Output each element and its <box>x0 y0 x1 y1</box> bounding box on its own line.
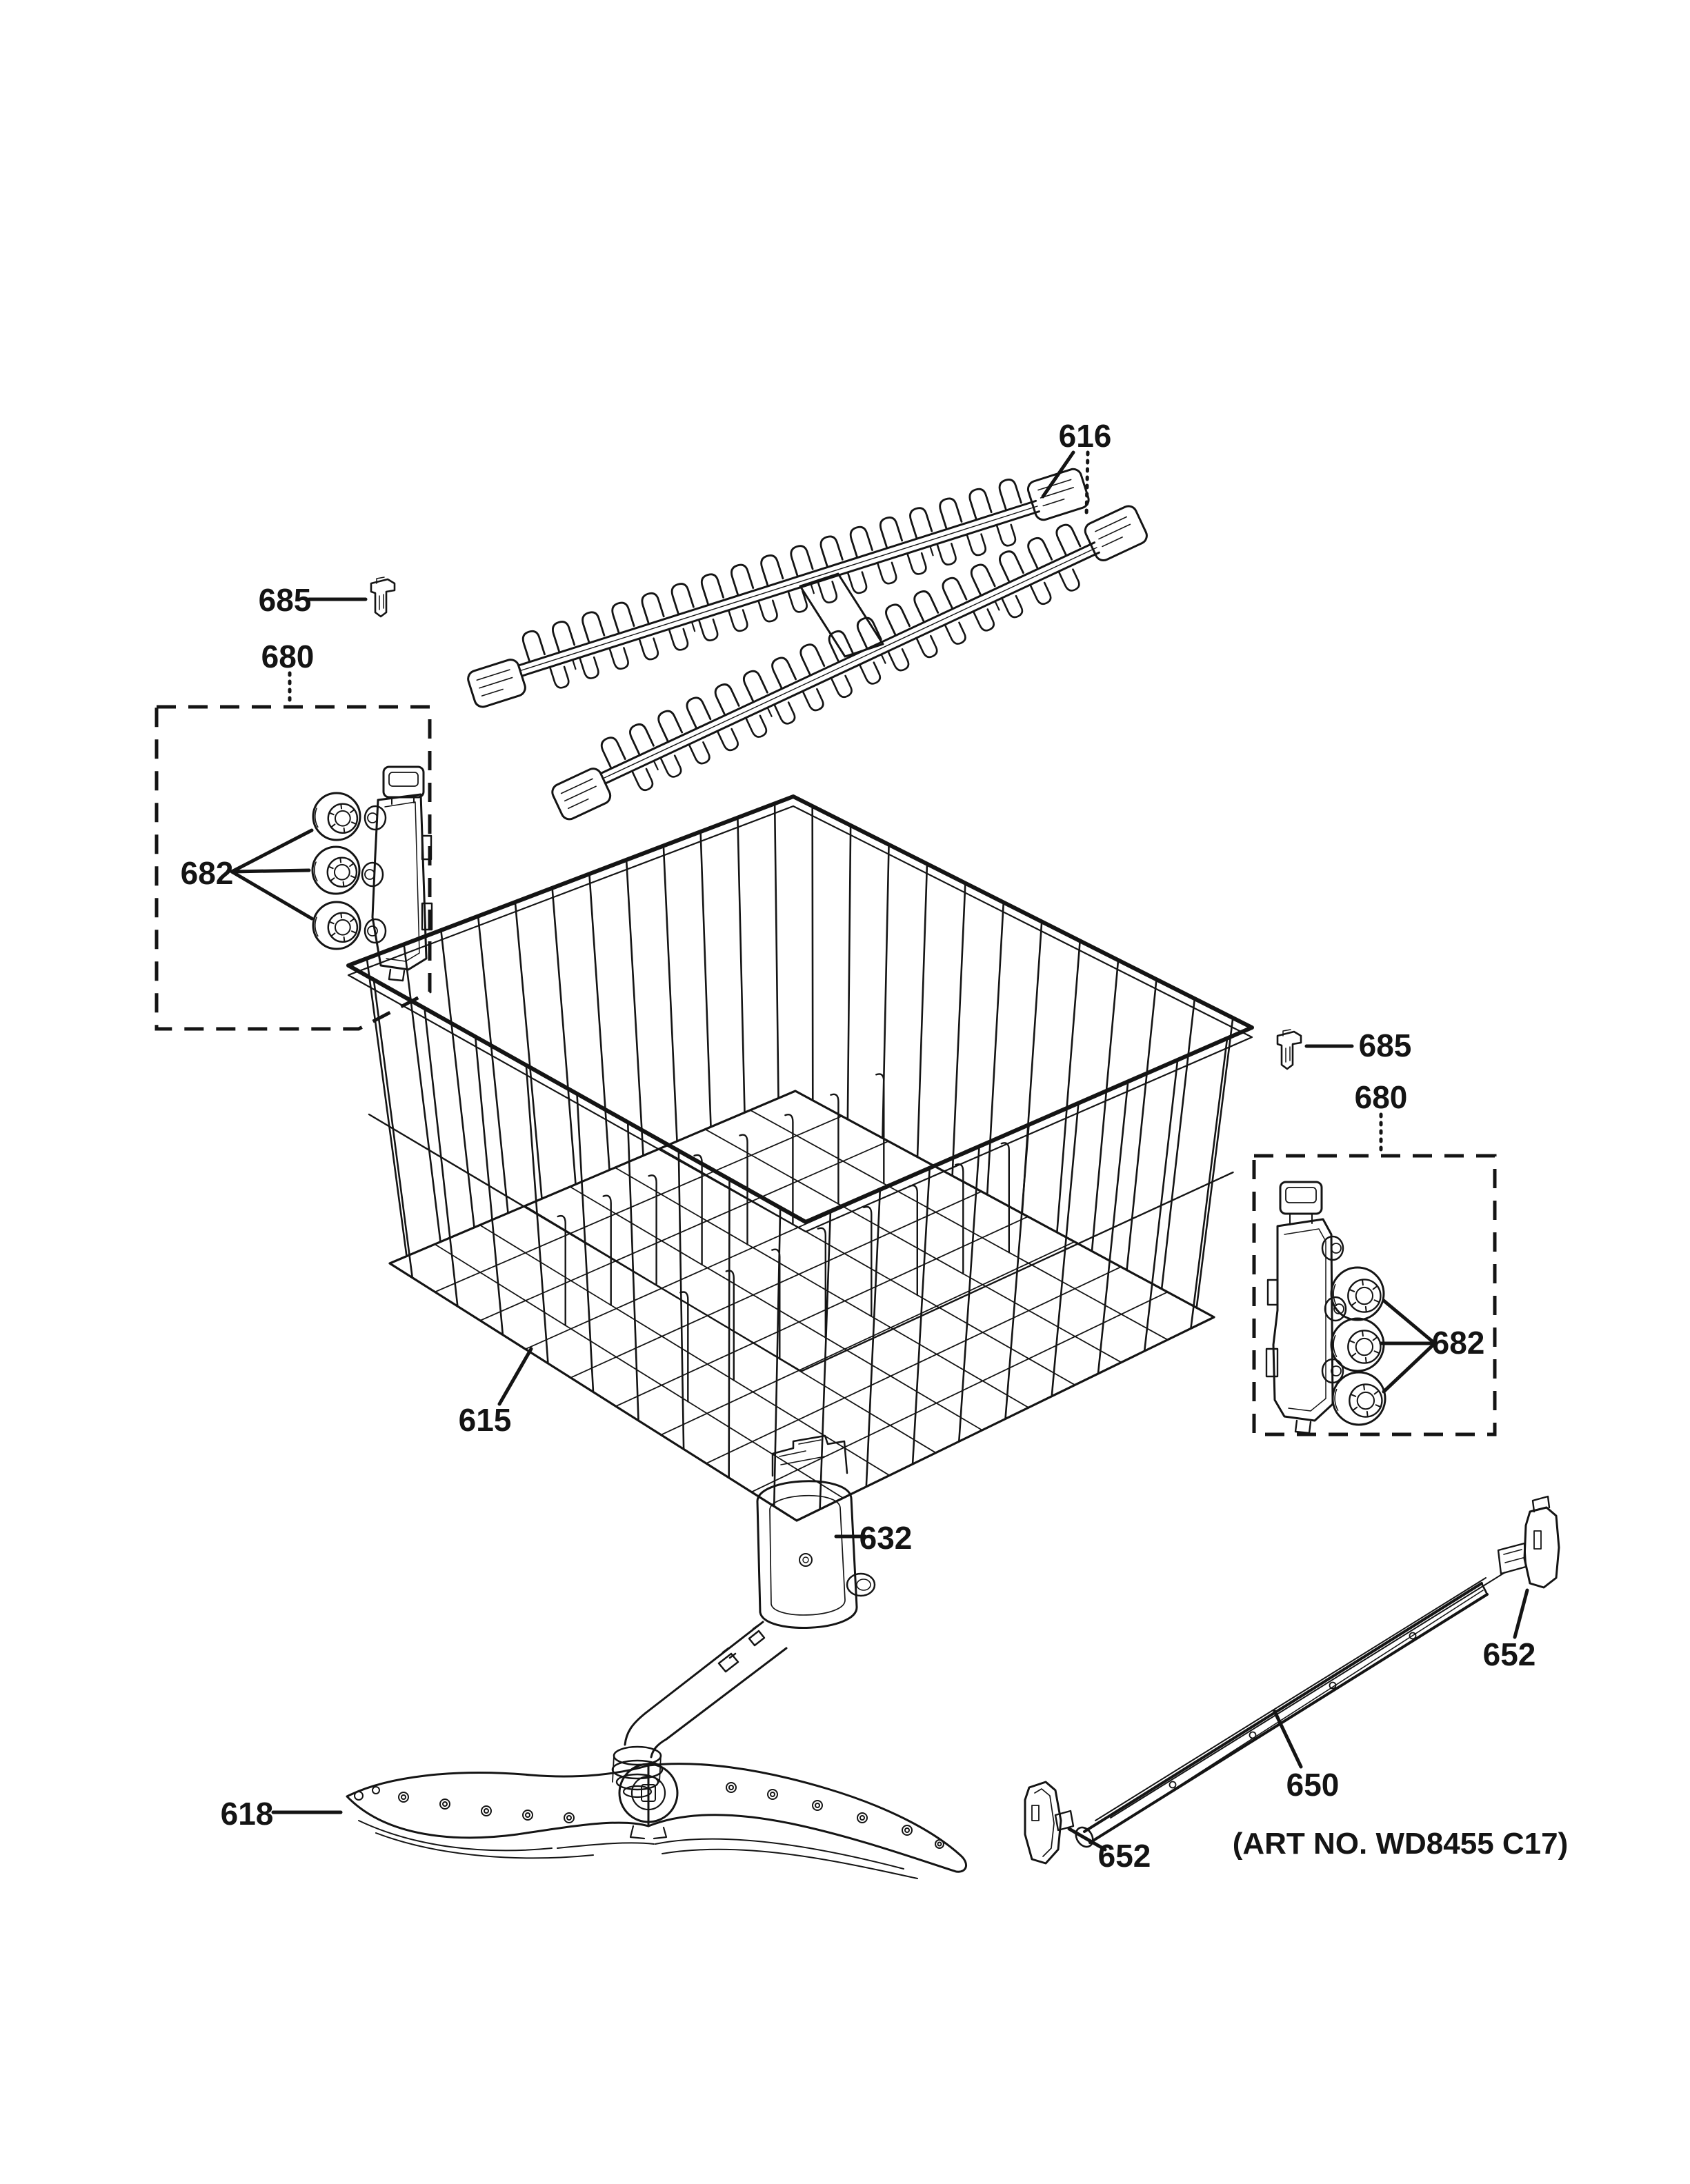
assembly-box-680-right <box>1252 1154 1497 1436</box>
callout-616: 616 <box>1059 418 1112 454</box>
part-682-rollers-left <box>311 792 361 950</box>
part-616-tine-row-rear <box>467 468 1090 708</box>
part-652-end-cap-left <box>1024 1781 1075 1865</box>
callout-685-right: 685 <box>1359 1028 1412 1063</box>
part-680-left-bracket <box>361 765 433 982</box>
generated-parts <box>311 468 1386 1522</box>
spray-arm-holes <box>354 1782 944 1849</box>
callouts: 616 685 680 682 615 685 680 682 632 618 … <box>181 418 1569 1874</box>
callout-632: 632 <box>859 1520 913 1556</box>
callout-685-left: 685 <box>259 582 312 618</box>
part-650-rail <box>1075 1572 1506 1848</box>
part-616-tine-row-front <box>551 505 1148 821</box>
callout-615: 615 <box>459 1402 512 1438</box>
assembly-box-680-left <box>155 705 432 1031</box>
part-632-conduit <box>611 1434 876 1799</box>
part-685-clip-right <box>1276 1029 1302 1070</box>
callout-680-left: 680 <box>261 639 315 674</box>
callout-652-top: 652 <box>1483 1636 1536 1672</box>
callout-682-left: 682 <box>181 855 234 891</box>
part-618-spray-arm <box>346 1763 967 1879</box>
part-680-right-bracket <box>1265 1181 1347 1434</box>
leader-lines <box>230 450 1529 1852</box>
callout-682-right: 682 <box>1432 1325 1485 1361</box>
art-no-text: (ART NO. WD8455 C17) <box>1233 1827 1569 1861</box>
part-685-clip-left <box>370 577 396 618</box>
callout-680-right: 680 <box>1355 1079 1408 1115</box>
part-652-end-cap-right <box>1497 1495 1560 1589</box>
part-616-cross-strap <box>799 572 884 658</box>
callout-652-bottom: 652 <box>1098 1838 1151 1874</box>
callout-618: 618 <box>221 1796 274 1832</box>
part-615-upper-rack <box>346 794 1254 1522</box>
part-682-rollers-right <box>1330 1266 1386 1426</box>
callout-650: 650 <box>1286 1767 1340 1803</box>
